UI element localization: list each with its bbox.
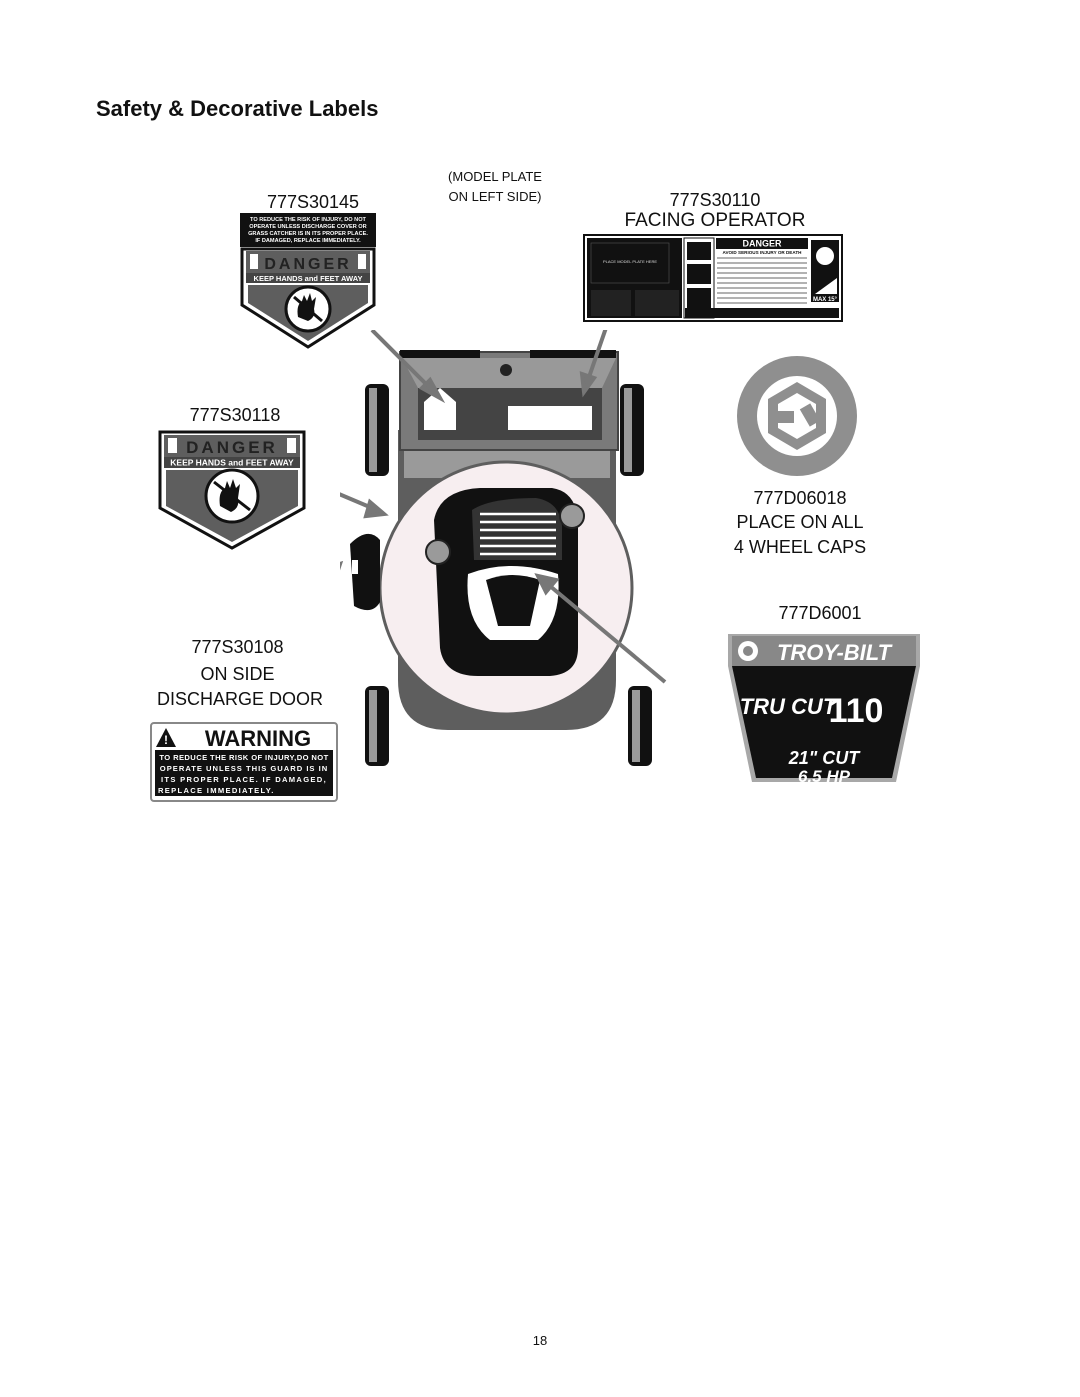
part-number-777s30108: 777S30108 [191, 637, 284, 657]
label-777s30110: PLACE MODEL PLATE HERE DANGER AVOID SERI… [583, 234, 843, 322]
warning-line1: TO REDUCE THE RISK OF INJURY,DO NOT [159, 753, 328, 762]
label-777s30110-position [508, 406, 592, 430]
model-name: TRU CUT [740, 694, 838, 719]
label-777s30145-line3: GRASS CATCHER IS IN ITS PROPER PLACE. [248, 231, 368, 237]
label-777s30118-danger: DANGER [186, 438, 278, 457]
model-number: 110 [829, 692, 884, 730]
model-plate-note: (MODEL PLATE ON LEFT SIDE) [430, 167, 560, 207]
part-number-777d06018: 777D06018 [753, 488, 847, 508]
label-777s30110-max: MAX 15° [813, 297, 838, 303]
label-777s30145-position [424, 388, 456, 430]
label-777s30145-line1: TO REDUCE THE RISK OF INJURY, DO NOT [250, 217, 367, 223]
label-777s30145-keep-hands: KEEP HANDS and FEET AWAY [254, 274, 363, 283]
warning-line2: OPERATE UNLESS THIS GUARD IS IN [160, 764, 328, 773]
label-777s30145-line4: IF DAMAGED, REPLACE IMMEDIATELY. [255, 238, 361, 244]
label-777s30110-avoid: AVOID SERIOUS INJURY OR DEATH [723, 250, 803, 255]
model-plate-note-line1: (MODEL PLATE [448, 169, 542, 184]
brand-name: TROY-BILT [777, 640, 893, 665]
svg-text:!: ! [164, 733, 168, 747]
wheel-caps-note-line2: 4 WHEEL CAPS [733, 537, 867, 557]
warning-line4: REPLACE IMMEDIATELY. [158, 786, 275, 795]
side-discharge-door [350, 533, 380, 611]
page-title: Safety & Decorative Labels [96, 96, 379, 121]
label-777s30108-warning: WARNING [205, 726, 311, 751]
label-777s30145-danger: DANGER [264, 256, 351, 273]
model-plate-note-line2: ON LEFT SIDE) [448, 189, 542, 204]
label-777s30118: DANGER KEEP HANDS and FEET AWAY [158, 430, 306, 550]
cut-width: 21" CUT [788, 748, 862, 768]
label-777s30118-keep-hands: KEEP HANDS and FEET AWAY [170, 458, 294, 468]
warning-triangle-icon [156, 728, 176, 747]
label-777s30108: ! WARNING TO REDUCE THE RISK OF INJURY,D… [150, 722, 338, 802]
facing-operator-note: FACING OPERATOR [624, 210, 806, 231]
part-number-777d6001: 777D6001 [778, 603, 862, 623]
horsepower: 6.5 HP [798, 767, 851, 786]
part-number-777s30110: 777S30110 [669, 190, 761, 210]
part-number-777s30145: 777S30145 [266, 192, 360, 212]
label-777s30145-line2: OPERATE UNLESS DISCHARGE COVER OR [249, 224, 366, 230]
label-777d06018-wheel-cap [737, 356, 857, 476]
part-number-777s30118: 777S30118 [189, 405, 281, 425]
warning-line3: ITS PROPER PLACE. IF DAMAGED, [161, 775, 327, 784]
model-plate-placeholder: PLACE MODEL PLATE HERE [603, 259, 657, 264]
on-side-note: ON SIDE [200, 664, 275, 684]
label-777s30145: TO REDUCE THE RISK OF INJURY, DO NOT OPE… [240, 213, 376, 349]
label-777s30110-danger: DANGER [742, 239, 782, 249]
page-number: 18 [532, 1333, 548, 1348]
wheel-caps-note-line1: PLACE ON ALL [736, 512, 864, 532]
label-777d6001: TROY-BILT TRU CUT 110 21" CUT 6.5 HP [728, 634, 920, 786]
mower-illustration [340, 330, 667, 766]
discharge-door-note: DISCHARGE DOOR [156, 689, 324, 709]
